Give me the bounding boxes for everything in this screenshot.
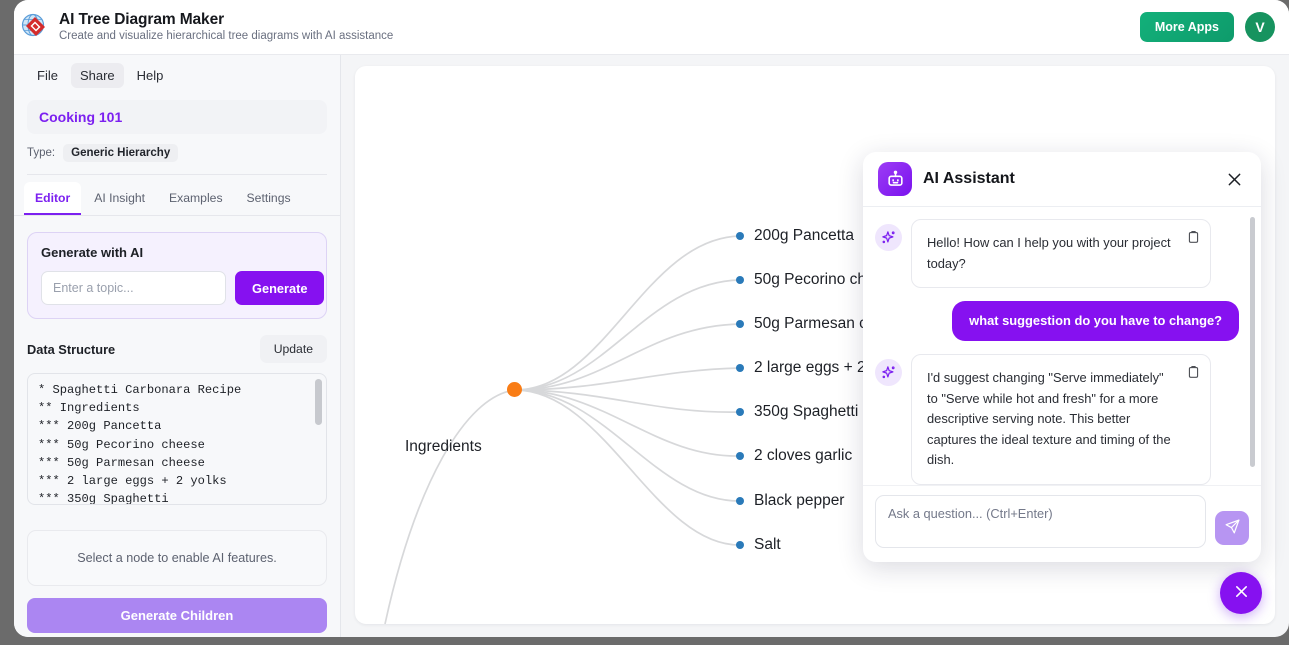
globe-diamond-logo-icon [19, 12, 49, 42]
child-node-dot[interactable] [736, 320, 744, 328]
ai-assistant-messages[interactable]: Hello! How can I help you with your proj… [863, 207, 1261, 485]
page-subtitle: Create and visualize hierarchical tree d… [59, 29, 394, 42]
generate-children-button[interactable]: Generate Children [27, 598, 327, 633]
data-structure-text[interactable]: * Spaghetti Carbonara Recipe ** Ingredie… [38, 383, 242, 505]
menu-item-share[interactable]: Share [70, 63, 124, 88]
sidebar: File Share Help Cooking 101 Type: Generi… [14, 55, 341, 637]
project-title: Cooking 101 [39, 109, 123, 125]
sparkle-icon [875, 359, 902, 386]
child-node-dot[interactable] [736, 232, 744, 240]
data-structure-editor[interactable]: * Spaghetti Carbonara Recipe ** Ingredie… [27, 373, 327, 505]
child-node-dot[interactable] [736, 452, 744, 460]
chat-text: I'd suggest changing "Serve immediately"… [927, 370, 1171, 467]
child-node-dot[interactable] [736, 497, 744, 505]
ask-question-input[interactable] [875, 495, 1206, 548]
chat-message-bot: I'd suggest changing "Serve immediately"… [875, 354, 1239, 485]
generate-button[interactable]: Generate [235, 271, 325, 305]
project-box[interactable]: Cooking 101 [27, 100, 327, 134]
root-node-dot[interactable] [507, 382, 522, 397]
send-button[interactable] [1215, 511, 1249, 545]
generate-with-ai-card: Generate with AI Generate [27, 232, 327, 319]
robot-icon [878, 162, 912, 196]
node-label-child[interactable]: 350g Spaghetti [754, 403, 859, 420]
menu-bar: File Share Help [14, 55, 340, 94]
send-icon [1224, 518, 1241, 538]
node-label-child[interactable]: 200g Pancetta [754, 227, 854, 244]
chat-text: Hello! How can I help you with your proj… [927, 235, 1171, 271]
close-icon [1234, 584, 1249, 602]
page-title: AI Tree Diagram Maker [59, 10, 225, 28]
child-node-dot[interactable] [736, 541, 744, 549]
data-structure-title: Data Structure [27, 341, 116, 357]
divider [27, 174, 327, 175]
node-label-child[interactable]: Salt [754, 536, 781, 553]
tab-editor[interactable]: Editor [24, 182, 82, 215]
menu-item-help[interactable]: Help [136, 68, 164, 83]
type-row: Type: Generic Hierarchy [27, 144, 327, 162]
chat-bubble: what suggestion do you have to change? [952, 301, 1239, 341]
topic-input[interactable] [41, 271, 226, 305]
data-structure-scrollbar[interactable] [315, 379, 322, 425]
node-label-child[interactable]: 2 cloves garlic [754, 447, 853, 464]
type-value[interactable]: Generic Hierarchy [63, 144, 179, 162]
node-hint-text: Select a node to enable AI features. [77, 551, 277, 565]
chat-bubble: I'd suggest changing "Serve immediately"… [911, 354, 1211, 485]
chat-bubble: Hello! How can I help you with your proj… [911, 219, 1211, 288]
ai-assistant-panel: AI Assistant Hello! How can I [863, 152, 1261, 562]
ai-assistant-footer [863, 485, 1261, 562]
copy-icon[interactable] [1187, 365, 1200, 386]
data-structure-header: Data Structure Update [27, 335, 327, 363]
type-label: Type: [27, 147, 56, 159]
ai-assistant-header: AI Assistant [863, 152, 1261, 207]
tabs-underline [14, 215, 340, 216]
brand: AI Tree Diagram Maker Create and visuali… [19, 11, 393, 44]
child-node-dot[interactable] [736, 364, 744, 372]
avatar[interactable]: V [1245, 12, 1275, 42]
more-apps-button[interactable]: More Apps [1139, 11, 1234, 43]
app-header: AI Tree Diagram Maker Create and visuali… [14, 0, 1289, 55]
chat-message-user: what suggestion do you have to change? [875, 301, 1239, 341]
tab-ai-insight[interactable]: AI Insight [94, 191, 146, 205]
app-window: AI Tree Diagram Maker Create and visuali… [14, 0, 1289, 637]
node-hint-box: Select a node to enable AI features. [27, 530, 327, 586]
update-button[interactable]: Update [259, 335, 327, 363]
node-label-root[interactable]: Ingredients [405, 438, 482, 455]
generate-with-ai-title: Generate with AI [41, 245, 144, 260]
tab-settings[interactable]: Settings [246, 191, 291, 205]
child-node-dot[interactable] [736, 276, 744, 284]
chat-message-bot: Hello! How can I help you with your proj… [875, 219, 1239, 288]
chat-toggle-fab[interactable] [1220, 572, 1262, 614]
node-label-child[interactable]: Black pepper [754, 492, 845, 509]
child-node-dot[interactable] [736, 408, 744, 416]
close-icon[interactable] [1222, 167, 1246, 191]
sparkle-icon [875, 224, 902, 251]
copy-icon[interactable] [1187, 230, 1200, 251]
diagram-links [384, 235, 741, 624]
chat-scrollbar[interactable] [1250, 217, 1255, 467]
ai-assistant-title: AI Assistant [923, 170, 1015, 187]
menu-item-file[interactable]: File [37, 68, 58, 83]
tab-examples[interactable]: Examples [169, 191, 223, 205]
sidebar-tabs: Editor AI Insight Examples Settings [14, 182, 340, 215]
